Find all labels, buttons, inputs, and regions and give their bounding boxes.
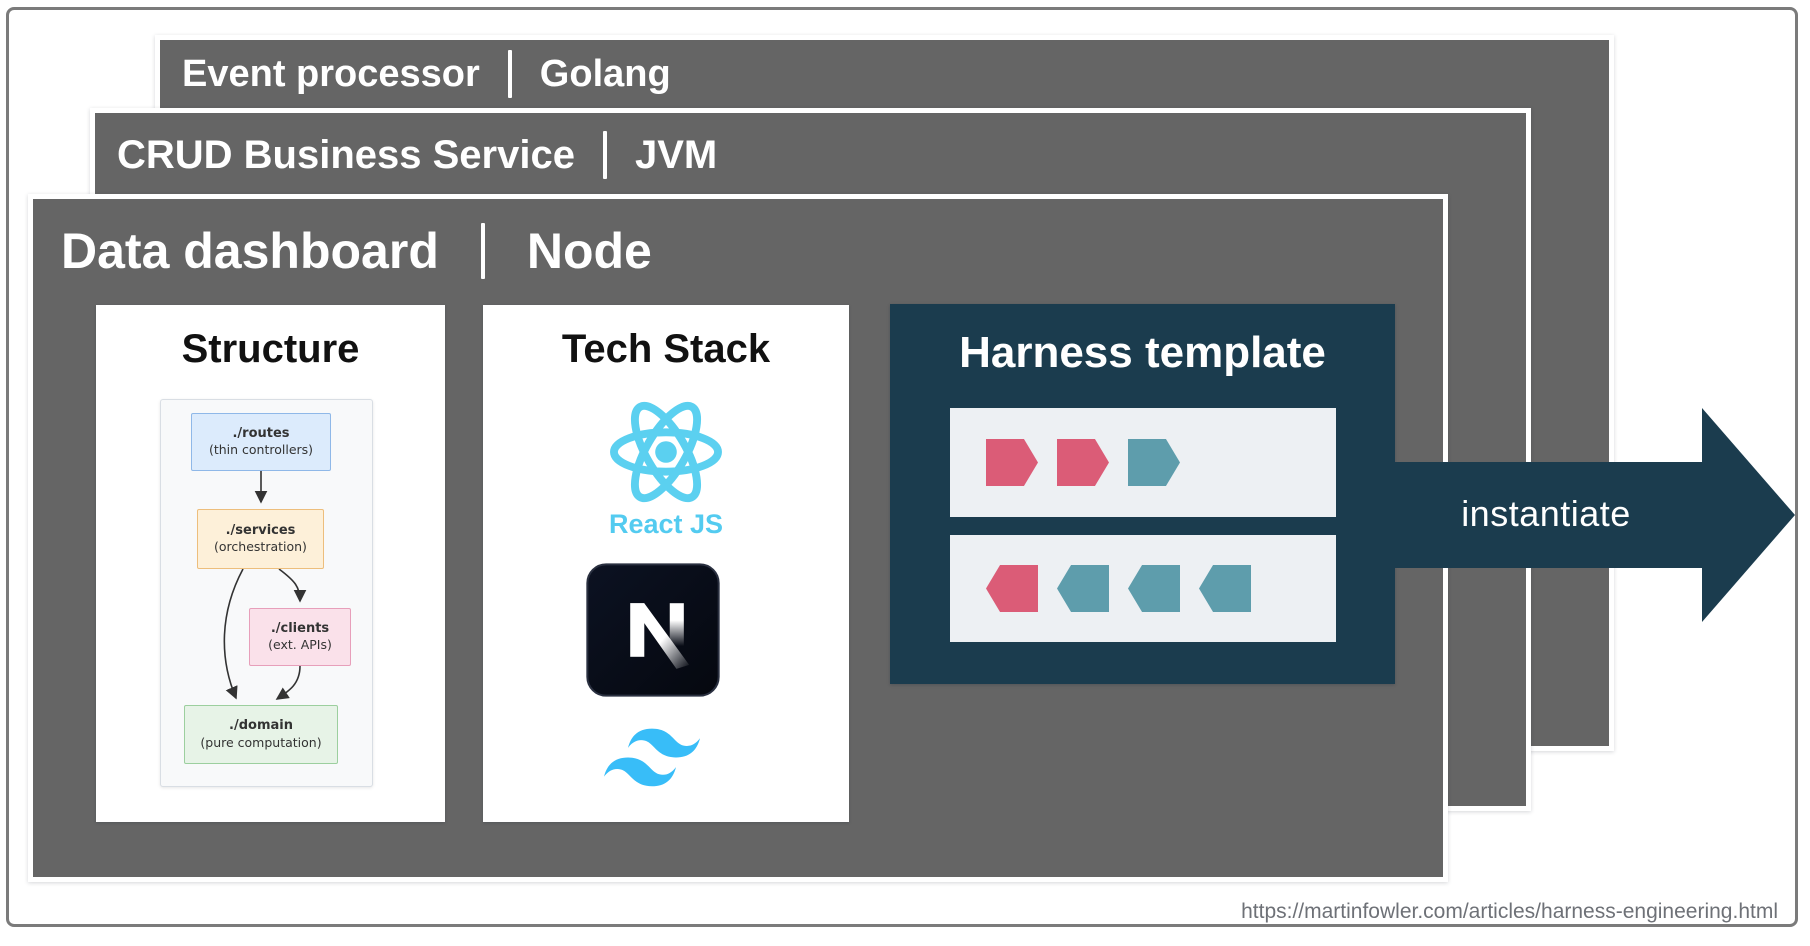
- flow-node-clients: ./clients (ext. APIs): [249, 608, 351, 666]
- pipeline-row: [950, 535, 1336, 642]
- tech-stack-title: Tech Stack: [561, 327, 771, 371]
- react-logo-icon: [610, 401, 722, 503]
- chevron-right-icon: [1057, 439, 1109, 486]
- node-detail: (pure computation): [200, 734, 322, 750]
- card-title-row: CRUD Business Service JVM: [95, 113, 1526, 197]
- pipeline-row: [950, 408, 1336, 517]
- harness-title: Harness template: [959, 328, 1326, 377]
- node-detail: (orchestration): [214, 539, 307, 555]
- node-name: ./domain: [229, 718, 293, 734]
- service-tech: Node: [526, 223, 652, 279]
- instantiate-arrow: instantiate: [1390, 403, 1800, 627]
- pipe-divider: [507, 50, 512, 98]
- flow-node-routes: ./routes (thin controllers): [191, 413, 331, 471]
- node-detail: (ext. APIs): [268, 637, 332, 653]
- chevron-left-icon: [1057, 565, 1109, 612]
- node-name: ./routes: [232, 425, 290, 441]
- right-arrow-icon: [1390, 408, 1795, 622]
- source-url: https://martinfowler.com/articles/harnes…: [1241, 900, 1778, 923]
- tech-stack-panel: Tech Stack React JS: [483, 305, 849, 822]
- card-title-row: Event processor Golang: [160, 40, 1609, 108]
- flow-arrows: [223, 471, 307, 700]
- node-name: ./clients: [270, 620, 330, 636]
- pipe-divider: [602, 131, 607, 179]
- pipe-divider: [480, 223, 485, 279]
- service-tech: Golang: [539, 52, 671, 95]
- instantiate-label: instantiate: [1461, 493, 1631, 534]
- chevron-right-icon: [986, 439, 1038, 486]
- flow-node-domain: ./domain (pure computation): [184, 705, 338, 764]
- react-label: React JS: [608, 509, 724, 539]
- chevron-left-icon: [986, 565, 1038, 612]
- chevron-right-icon: [1128, 439, 1180, 486]
- structure-panel: Structure ./routes (thin controllers): [96, 305, 445, 822]
- service-tech: JVM: [634, 132, 718, 177]
- nextjs-logo-icon: [586, 563, 720, 697]
- structure-flowchart: ./routes (thin controllers) ./services (…: [160, 399, 373, 787]
- service-name: Event processor: [182, 52, 480, 95]
- harness-template-panel: Harness template: [890, 304, 1395, 684]
- flow-node-services: ./services (orchestration): [197, 509, 324, 569]
- card-title-row: Data dashboard Node: [33, 199, 1443, 303]
- node-detail: (thin controllers): [208, 442, 314, 458]
- node-name: ./services: [225, 522, 296, 538]
- chevron-left-icon: [1199, 565, 1251, 612]
- chevron-left-icon: [1128, 565, 1180, 612]
- structure-title: Structure: [181, 327, 360, 371]
- service-name: CRUD Business Service: [117, 132, 575, 177]
- service-name: Data dashboard: [61, 223, 439, 279]
- tailwind-logo-icon: [604, 728, 700, 787]
